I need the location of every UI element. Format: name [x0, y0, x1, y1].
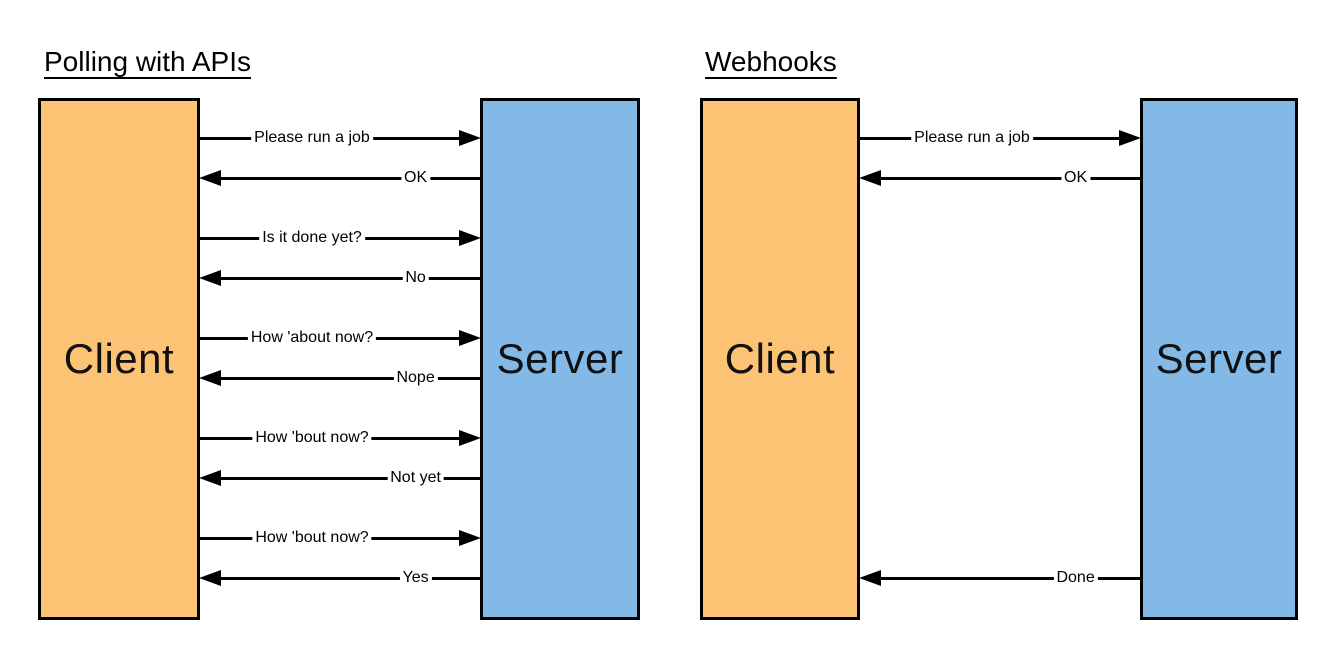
message-label: Yes	[399, 569, 432, 587]
arrow-line	[216, 376, 480, 380]
arrowhead-right-icon	[459, 530, 481, 546]
message-arrow-left: Not yet	[199, 468, 480, 488]
arrowhead-left-icon	[199, 570, 221, 586]
webhooks-diagram-title: Webhooks	[705, 46, 837, 77]
message-label: No	[402, 269, 429, 287]
message-arrow-left: Done	[859, 568, 1140, 588]
polling-server-label: Server	[496, 335, 624, 382]
webhooks-server-label: Server	[1155, 335, 1283, 382]
message-arrow-right: How 'bout now?	[200, 428, 481, 448]
message-label: Please run a job	[911, 129, 1033, 147]
arrow-line	[216, 476, 480, 480]
message-arrow-left: OK	[199, 168, 480, 188]
arrow-line	[216, 276, 480, 280]
arrowhead-left-icon	[859, 570, 881, 586]
message-arrow-right: How 'about now?	[200, 328, 481, 348]
webhooks-client-label: Client	[724, 335, 836, 382]
arrow-line	[216, 176, 480, 180]
arrow-line	[216, 576, 480, 580]
message-label: OK	[1061, 169, 1091, 187]
webhooks-client-box: Client	[700, 98, 860, 620]
polling-client-label: Client	[63, 335, 175, 382]
message-arrow-left: OK	[859, 168, 1140, 188]
arrowhead-right-icon	[1119, 130, 1141, 146]
arrowhead-right-icon	[459, 430, 481, 446]
message-label: How 'bout now?	[252, 429, 372, 447]
message-arrow-left: Nope	[199, 368, 480, 388]
arrowhead-left-icon	[199, 370, 221, 386]
polling-messages: Please run a job OK Is it done yet? No H…	[199, 0, 481, 660]
message-arrow-right: How 'bout now?	[200, 528, 481, 548]
message-label: Nope	[393, 369, 438, 387]
arrowhead-left-icon	[199, 470, 221, 486]
message-label: How 'about now?	[247, 329, 377, 347]
webhooks-server-box: Server	[1140, 98, 1298, 620]
arrow-line	[876, 176, 1140, 180]
message-label: OK	[401, 169, 431, 187]
message-label: Is it done yet?	[259, 229, 365, 247]
message-label: How 'bout now?	[252, 529, 372, 547]
arrowhead-left-icon	[859, 170, 881, 186]
message-label: Not yet	[387, 469, 444, 487]
arrowhead-right-icon	[459, 330, 481, 346]
message-arrow-left: Yes	[199, 568, 480, 588]
arrowhead-left-icon	[199, 170, 221, 186]
message-arrow-right: Is it done yet?	[200, 228, 481, 248]
message-arrow-left: No	[199, 268, 480, 288]
polling-client-box: Client	[38, 98, 200, 620]
message-label: Done	[1053, 569, 1098, 587]
arrowhead-left-icon	[199, 270, 221, 286]
webhooks-messages: Please run a job OK Done	[859, 0, 1141, 660]
polling-diagram-title: Polling with APIs	[44, 46, 251, 77]
polling-server-box: Server	[480, 98, 640, 620]
message-label: Please run a job	[251, 129, 373, 147]
arrowhead-right-icon	[459, 230, 481, 246]
arrow-line	[876, 576, 1140, 580]
arrowhead-right-icon	[459, 130, 481, 146]
message-arrow-right: Please run a job	[200, 128, 481, 148]
message-arrow-right: Please run a job	[860, 128, 1141, 148]
